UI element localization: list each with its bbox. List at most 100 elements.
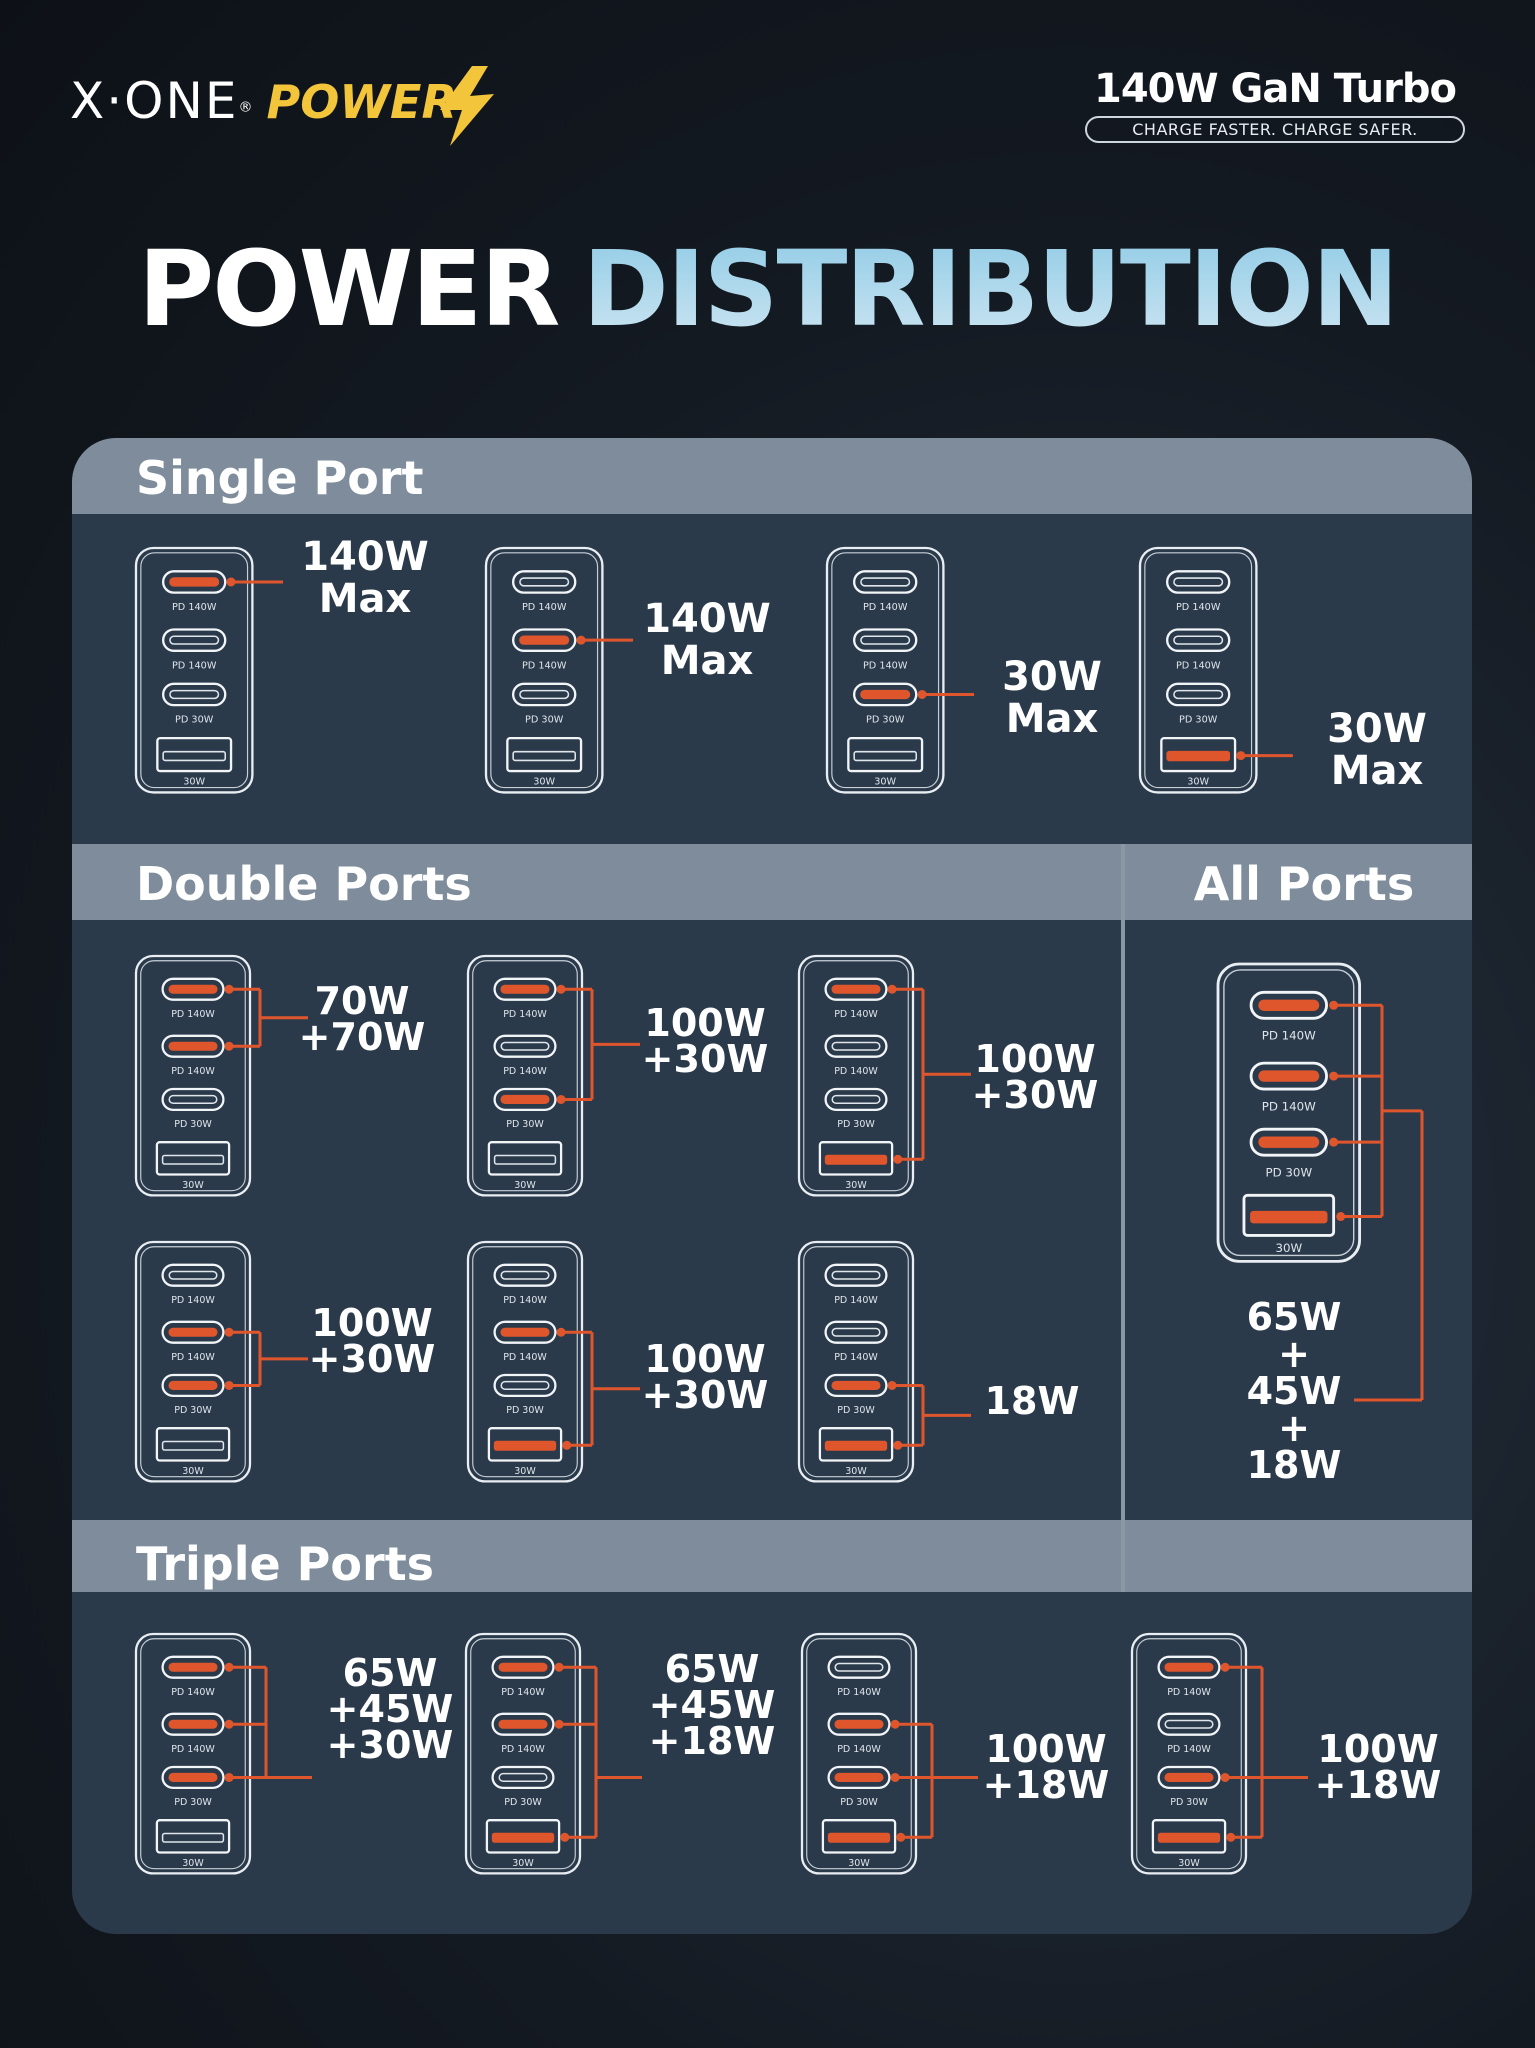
usb-c-port-2 [852, 628, 918, 652]
charger-inner-outline [140, 960, 246, 1192]
port-label-2: PD 140W [1176, 660, 1221, 671]
port-label-3: PD 30W [174, 1405, 212, 1416]
usb-a-port-contact [824, 1440, 888, 1451]
usb-c-port-contact-3 [1164, 1772, 1214, 1783]
charger-outline [797, 1240, 915, 1483]
badge-tagline: CHARGE FASTER. CHARGE SAFER. [1085, 116, 1465, 143]
single-label-4-1: Max [1331, 748, 1424, 794]
single-label-4-0: 30W [1327, 706, 1427, 752]
usb-c-port-contact-3 [168, 1772, 218, 1783]
usb-c-port-contact-3 [831, 1380, 881, 1391]
charger-inner-outline [140, 1246, 246, 1478]
triple-label-3-0: 100W [985, 1727, 1106, 1771]
port-label-2: PD 140W [171, 1066, 215, 1077]
port-label-3: PD 30W [506, 1405, 544, 1416]
port-label-1: PD 140W [171, 1687, 215, 1698]
usb-c-port-3 [491, 1765, 555, 1790]
usb-c-port-contact-3 [860, 689, 911, 700]
port-label-4: 30W [183, 777, 205, 788]
double-label-4-0: 100W [311, 1301, 432, 1345]
usb-c-port-1 [1165, 570, 1231, 594]
port-label-4: 30W [182, 1180, 204, 1191]
usb-c-port-contact-3 [500, 1380, 550, 1391]
port-label-1: PD 140W [501, 1687, 545, 1698]
single-label-1-1: Max [319, 576, 412, 622]
port-label-1: PD 140W [503, 1009, 547, 1020]
double-label-5-1: +30W [642, 1373, 769, 1417]
usb-a-port [506, 736, 583, 773]
port-label-1: PD 140W [172, 602, 217, 613]
usb-c-port-2 [1165, 628, 1231, 652]
port-label-4: 30W [512, 1858, 534, 1869]
double-label-2-0: 100W [644, 1001, 765, 1045]
port-label-2: PD 140W [863, 660, 908, 671]
charger-outline [466, 954, 584, 1197]
all-ports-label-0: 65W [1247, 1295, 1342, 1339]
connector-dot [556, 1094, 566, 1104]
charger-outline [1138, 546, 1258, 794]
all-ports-label-2: 45W [1247, 1369, 1342, 1413]
usb-a-port [847, 736, 924, 773]
triple-label-2-2: +18W [649, 1719, 776, 1763]
usb-c-port-contact-3 [831, 1094, 881, 1105]
section-title-all-ports: All Ports [1194, 857, 1415, 911]
usb-a-port [155, 1141, 231, 1176]
usb-c-port-contact-2 [1173, 635, 1224, 645]
badge-title: 140W GaN Turbo [1094, 66, 1457, 112]
usb-c-port-contact-2 [1258, 1070, 1320, 1082]
usb-a-port-contact [1157, 1832, 1221, 1843]
usb-c-port-contact-1 [1258, 999, 1320, 1011]
triple-label-1-1: +45W [327, 1687, 454, 1731]
port-label-3: PD 30W [1179, 715, 1218, 726]
usb-c-port-1 [161, 1263, 225, 1287]
lightning-bolt-icon [440, 66, 494, 146]
port-label-4: 30W [533, 777, 555, 788]
usb-c-port-2 [493, 1034, 557, 1058]
section-title-single-port: Single Port [136, 451, 424, 505]
usb-c-port-contact-1 [1164, 1662, 1214, 1672]
usb-c-port-contact-2 [498, 1719, 548, 1729]
port-label-1: PD 140W [171, 1295, 215, 1306]
usb-c-port-contact-2 [519, 635, 570, 645]
brand-name: X·ONE [70, 72, 239, 130]
triple-label-1-2: +30W [327, 1723, 454, 1767]
charger-outline [797, 954, 915, 1197]
usb-c-port-contact-2 [168, 1719, 218, 1729]
port-label-1: PD 140W [171, 1009, 215, 1020]
charger-outline [1130, 1632, 1248, 1875]
port-label-4: 30W [874, 777, 896, 788]
charger-inner-outline [140, 1638, 246, 1870]
usb-c-port-contact-2 [500, 1327, 550, 1337]
usb-c-port-contact-3 [169, 689, 220, 700]
port-label-2: PD 140W [171, 1744, 215, 1755]
charger-inner-outline [831, 552, 940, 789]
single-label-1-0: 140W [301, 534, 429, 580]
usb-c-port-contact-1 [1173, 577, 1224, 587]
usb-c-port-contact-3 [834, 1772, 884, 1783]
charger-outline [464, 1632, 582, 1875]
port-label-4: 30W [1187, 777, 1209, 788]
usb-a-port-contact [512, 750, 577, 762]
usb-c-port-contact-2 [831, 1327, 881, 1337]
usb-c-port-contact-3 [1173, 689, 1224, 700]
triple-ports-header [72, 1520, 1472, 1592]
usb-a-port [155, 1819, 231, 1854]
usb-c-port-2 [824, 1320, 888, 1344]
usb-c-port-contact-1 [168, 1662, 218, 1672]
usb-a-port-contact [853, 750, 918, 762]
port-label-3: PD 30W [175, 715, 214, 726]
usb-c-port-3 [493, 1373, 557, 1398]
triple-label-2-1: +45W [649, 1683, 776, 1727]
usb-c-port-contact-2 [168, 1327, 218, 1337]
usb-a-port-contact [161, 1440, 225, 1451]
charger-outline [134, 1632, 252, 1875]
usb-c-port-contact-2 [860, 635, 911, 645]
usb-a-port-contact [493, 1154, 557, 1165]
usb-c-port-contact-1 [834, 1662, 884, 1672]
single-label-3-0: 30W [1002, 654, 1102, 700]
